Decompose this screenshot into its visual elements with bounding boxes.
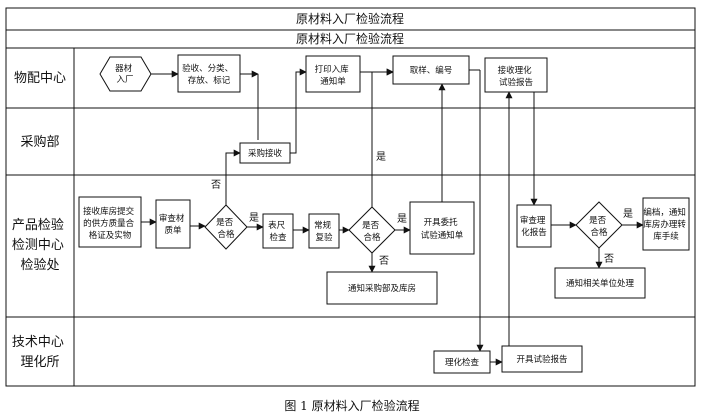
node-review-lab-report bbox=[516, 204, 552, 248]
text-supplier-docs: 接收库房提交 的供方质量合 格证及实物 bbox=[83, 206, 137, 241]
node-issue-test-notice bbox=[409, 201, 475, 255]
label-decision2-yes-right: 是 bbox=[397, 213, 407, 225]
lane-label-chanpin: 产品检验 检测中心 检验处 bbox=[12, 217, 68, 273]
label-decision2-no: 否 bbox=[379, 255, 389, 267]
lane-label-wupei: 物配中心 bbox=[14, 71, 66, 86]
text-notify-purchase-warehouse: 通知采购部及库房 bbox=[348, 283, 416, 294]
node-review-quality bbox=[155, 199, 191, 249]
title-row-2: 原材料入厂检验流程 bbox=[296, 31, 404, 46]
label-decision1-no: 否 bbox=[211, 179, 221, 191]
edge-decision1-no-to-purchase bbox=[225, 149, 241, 205]
edge-decision2-yes-to-sample bbox=[371, 68, 394, 207]
node-supplier-docs bbox=[78, 196, 142, 248]
text-review-quality: 审查材 质单 bbox=[159, 213, 187, 236]
lane-label-caigou: 采购部 bbox=[20, 134, 59, 150]
swimlane-grid bbox=[5, 7, 696, 387]
label-decision3-yes: 是 bbox=[623, 208, 633, 220]
node-decision-1 bbox=[204, 204, 248, 250]
node-sample-number bbox=[392, 55, 470, 85]
text-routine-recheck: 常规 复验 bbox=[314, 220, 334, 243]
node-receive-sort bbox=[177, 54, 241, 93]
node-issue-test-report bbox=[501, 345, 583, 373]
node-receive-lab-report bbox=[484, 57, 548, 93]
figure-caption: 图 1 原材料入厂检验流程 bbox=[284, 398, 419, 413]
node-print-notice bbox=[305, 55, 361, 93]
text-print-notice: 打印入库 通知单 bbox=[315, 64, 352, 87]
label-decision3-no: 否 bbox=[604, 253, 614, 265]
edge-sample-to-labtest bbox=[469, 69, 480, 351]
text-issue-test-notice: 开具委托 试验通知单 bbox=[421, 217, 464, 241]
title-row-1: 原材料入厂检验流程 bbox=[296, 11, 404, 26]
node-notify-unit bbox=[554, 267, 646, 299]
text-notify-unit: 通知相关单位处理 bbox=[566, 278, 635, 289]
text-purchase-receive: 采购接收 bbox=[248, 148, 283, 159]
text-archive-notify: 编档，通知 库房办理转 库手续 bbox=[643, 207, 688, 242]
lane-label-jishu: 技术中心 理化所 bbox=[12, 335, 68, 370]
text-receive-lab-report: 接收理化 试验报告 bbox=[498, 65, 535, 88]
label-decision2-yes-up: 是 bbox=[376, 151, 386, 163]
node-notify-purchase-warehouse bbox=[326, 271, 438, 305]
label-decision1-yes: 是 bbox=[249, 212, 259, 224]
node-materials-arrive bbox=[99, 56, 152, 92]
text-lab-test: 理化检查 bbox=[445, 357, 480, 368]
text-materials-arrive: 器材 入厂 bbox=[115, 63, 135, 85]
node-appearance-check bbox=[262, 213, 294, 249]
text-sample-number: 取样、编号 bbox=[410, 65, 453, 76]
edge-purchase-to-print bbox=[290, 68, 307, 154]
text-review-lab-report: 审查理 化报告 bbox=[520, 215, 548, 238]
text-decision-2: 是否 合格 bbox=[362, 221, 382, 243]
text-decision-1: 是否 合格 bbox=[216, 218, 236, 240]
text-receive-sort: 验收、分类、 存放、标记 bbox=[182, 63, 236, 86]
text-issue-test-report: 开具试验报告 bbox=[516, 354, 567, 365]
text-decision-3: 是否 合格 bbox=[589, 216, 609, 238]
text-appearance-check: 表尺 检查 bbox=[268, 220, 288, 243]
edge-sort-to-purchase bbox=[240, 74, 258, 140]
